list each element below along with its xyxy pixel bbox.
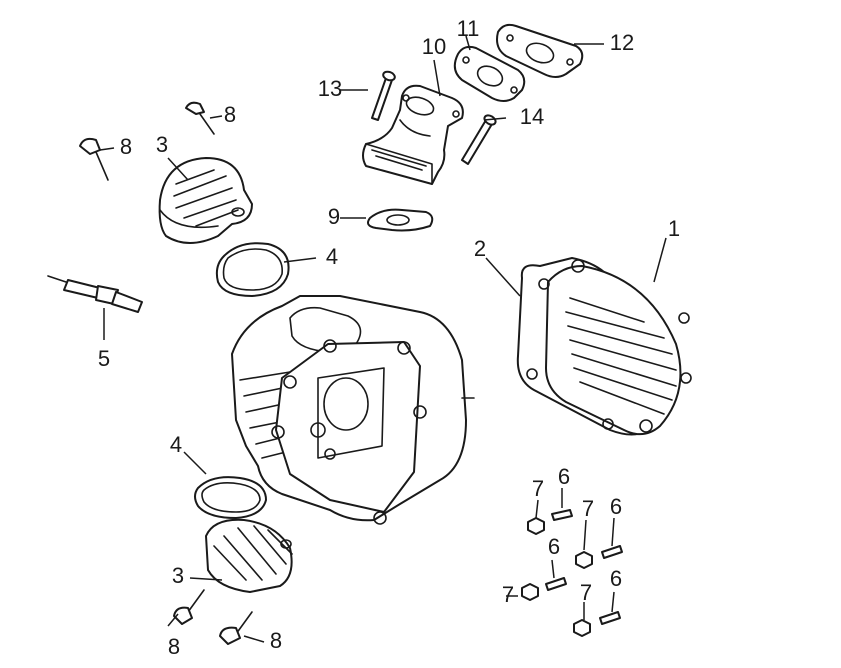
callout-10: 10: [422, 34, 446, 59]
stud-6d: [599, 611, 621, 625]
callout-6-c: 6: [548, 534, 560, 559]
callout-6-a: 6: [558, 464, 570, 489]
cover-bolt-top-2: [79, 137, 109, 181]
intake-gasket: [496, 23, 584, 78]
cover-bolt-top-1: [185, 101, 215, 135]
insulator-plate: [453, 45, 526, 102]
callout-2: 2: [474, 236, 486, 261]
callout-4-bottom: 4: [170, 432, 182, 457]
manifold-bolt-14: [461, 114, 497, 165]
nut-7b: [575, 551, 593, 569]
callout-1: 1: [668, 216, 680, 241]
nut-7c: [521, 583, 539, 601]
nut-7d: [573, 619, 591, 637]
o-ring-top: [215, 242, 290, 297]
callout-8-a: 8: [224, 102, 236, 127]
callout-11: 11: [457, 16, 480, 41]
callout-3-bottom: 3: [172, 563, 184, 588]
callout-labels: 1 2 3 4 5 4 3 13 10 11 12 14 9 8 8 8 8 7…: [98, 16, 680, 659]
callout-6-d: 6: [610, 566, 622, 591]
side-cover: [526, 259, 692, 436]
callout-6-b: 6: [610, 494, 622, 519]
manifold-bolt-13: [371, 70, 396, 121]
callout-5: 5: [98, 346, 110, 371]
callout-8-b: 8: [120, 134, 132, 159]
small-gasket: [367, 208, 434, 232]
callout-7-c: 7: [502, 582, 514, 607]
nut-7a: [527, 517, 545, 535]
callout-12: 12: [610, 30, 634, 55]
cylinder-head: [231, 295, 475, 525]
callout-9: 9: [328, 204, 340, 229]
callout-13: 13: [318, 76, 342, 101]
callout-3-top: 3: [156, 132, 168, 157]
o-ring-bottom: [194, 476, 267, 519]
callout-7-d: 7: [580, 580, 592, 605]
callout-8-d: 8: [270, 628, 282, 653]
callout-7-b: 7: [582, 496, 594, 521]
callout-7-a: 7: [532, 476, 544, 501]
stud-6b: [601, 545, 623, 559]
callout-14: 14: [520, 104, 544, 129]
spark-plug: [47, 275, 143, 313]
stud-6c: [545, 577, 567, 591]
leader-lines: [99, 35, 667, 643]
callout-8-c: 8: [168, 634, 180, 659]
valve-cover-top: [158, 157, 253, 244]
cover-bolt-bottom-1: [173, 589, 205, 625]
cover-bolt-bottom-2: [219, 611, 253, 645]
valve-cover-bottom: [205, 518, 293, 593]
stud-6a: [551, 509, 573, 521]
callout-4-top: 4: [326, 244, 338, 269]
intake-manifold: [362, 84, 464, 185]
